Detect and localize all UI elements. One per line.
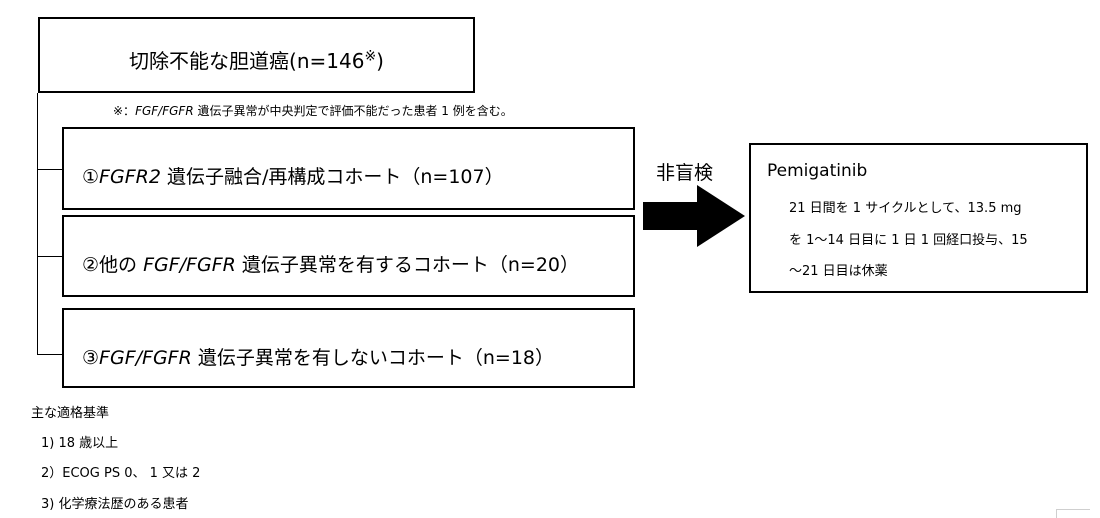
criteria-item-3: 3) 化学療法歴のある患者 (41, 497, 189, 512)
cohort-label-2: ②他の FGF/FGFR 遺伝子異常を有するコホート（n=20） (82, 250, 579, 277)
cohort-box-2: ②他の FGF/FGFR 遺伝子異常を有するコホート（n=20） (62, 215, 635, 297)
population-box: 切除不能な胆道癌(n=146※) (38, 17, 475, 93)
tree-trunk-line (37, 93, 38, 355)
cohort-gene-3: FGF/FGFR (99, 347, 192, 369)
criteria-item-2: 2）ECOG PS 0、 1 又は 2 (41, 466, 201, 481)
branch-line-2 (37, 256, 62, 257)
dose-line-3: 〜21 日目は休薬 (789, 264, 888, 279)
cohort-label-1: ①FGFR2 遺伝子融合/再構成コホート（n=107） (82, 162, 504, 189)
cohort-number-1: ① (82, 166, 100, 188)
design-label: 非盲検 (656, 162, 714, 184)
treatment-box: Pemigatinib 21 日間を 1 サイクルとして、13.5 mg を 1… (749, 143, 1088, 293)
cohort-gene-2: FGF/FGFR (143, 254, 236, 276)
branch-line-1 (37, 169, 62, 170)
cohort-text-3: 遺伝子異常を有しないコホート（n=18） (191, 347, 554, 369)
corner-mark-tick (1056, 509, 1057, 518)
footnote-text: 遺伝子異常が中央判定で評価不能だった患者 1 例を含む。 (193, 104, 513, 118)
cohort-text-2: 遺伝子異常を有するコホート（n=20） (235, 254, 580, 276)
drug-name: Pemigatinib (767, 161, 868, 181)
cohort-number-2: ②他の (82, 254, 144, 276)
population-text: 切除不能な胆道癌(n=146 (129, 49, 365, 73)
cohort-box-3: ③FGF/FGFR 遺伝子異常を有しないコホート（n=18） (62, 308, 635, 388)
cohort-label-3: ③FGF/FGFR 遺伝子異常を有しないコホート（n=18） (82, 343, 554, 370)
population-label: 切除不能な胆道癌(n=146※) (40, 45, 473, 74)
footnote: ※：FGF/FGFR 遺伝子異常が中央判定で評価不能だった患者 1 例を含む。 (113, 102, 513, 119)
population-close-paren: ) (376, 49, 384, 73)
criteria-title: 主な適格基準 (31, 406, 110, 421)
population-footnote-mark: ※ (364, 48, 377, 65)
corner-mark-line (1056, 509, 1090, 510)
footnote-prefix: ※： (113, 104, 136, 118)
cohort-gene-1: FGFR2 (99, 166, 161, 188)
cohort-number-3: ③ (82, 347, 100, 369)
footnote-gene: FGF/FGFR (135, 104, 194, 118)
criteria-item-1: 1) 18 歳以上 (41, 436, 119, 451)
dose-line-1: 21 日間を 1 サイクルとして、13.5 mg (789, 201, 1022, 216)
right-arrow-icon (643, 185, 745, 247)
branch-line-3 (37, 354, 62, 355)
dose-line-2: を 1〜14 日目に 1 日 1 回経口投与、15 (789, 233, 1028, 248)
cohort-text-1: 遺伝子融合/再構成コホート（n=107） (160, 166, 504, 188)
cohort-box-1: ①FGFR2 遺伝子融合/再構成コホート（n=107） (62, 127, 635, 210)
